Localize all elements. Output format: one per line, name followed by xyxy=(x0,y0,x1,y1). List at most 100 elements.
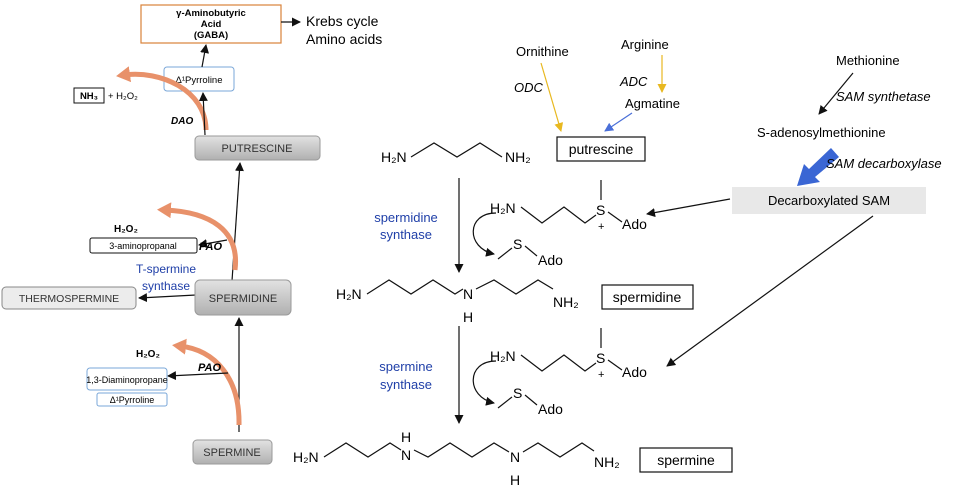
spd-synthase-line1: spermidine xyxy=(374,210,438,225)
spermine-chain-c xyxy=(522,442,595,458)
putrescine-nh2: NH₂ xyxy=(505,149,531,165)
arginine-label: Arginine xyxy=(621,37,669,52)
dcsam-box xyxy=(732,187,926,214)
dcsam-lower-plus: + xyxy=(598,369,604,381)
curved-arrow-lower xyxy=(472,360,497,406)
arrow-dcsam-upper xyxy=(646,198,731,218)
diaminopropane-label: 1,3-Diaminopropane xyxy=(86,375,168,385)
aminopropanal-label: 3-aminopropanal xyxy=(109,241,177,251)
nh3-label: NH₃ xyxy=(80,91,98,102)
right-panel: Ornithine ODC Arginine ADC Agmatine Meth… xyxy=(293,37,942,488)
sam-label: S-adenosylmethionine xyxy=(757,125,886,140)
spermidine-node xyxy=(194,279,292,316)
spermidine-chain-b xyxy=(475,279,554,295)
nh3-box xyxy=(73,87,105,104)
spermine-h2: H xyxy=(510,472,520,488)
putrescine-node-label: PUTRESCINE xyxy=(222,143,293,155)
pyrroline-bottom-box xyxy=(96,392,168,407)
dcsam-upper-plus: + xyxy=(598,221,604,233)
putrescine-box-label: putrescine xyxy=(569,141,634,157)
mta-lower-bond xyxy=(524,394,538,406)
dao-label: DAO xyxy=(171,116,193,127)
sam-decarboxylase-arrow xyxy=(797,148,839,186)
h2o2-upper-label: H₂O₂ xyxy=(114,224,138,235)
spermine-h1: H xyxy=(401,429,411,445)
krebs-cycle-label: Krebs cycle xyxy=(306,13,379,29)
curved-arrow-upper xyxy=(472,212,497,257)
putrescine-chain xyxy=(410,142,503,158)
gaba-label-line2: Acid xyxy=(201,19,222,30)
spermidine-h2n: H₂N xyxy=(336,286,362,302)
thermospermine-node xyxy=(1,286,137,310)
sam-decarboxylase-label: SAM decarboxylase xyxy=(826,156,942,171)
tspm-synthase-line2: synthase xyxy=(142,279,190,293)
dcsam-upper-chain xyxy=(520,206,597,224)
dcsam-lower-bond xyxy=(607,359,623,371)
thermospermine-node-label: THERMOSPERMINE xyxy=(19,293,119,305)
arrow-pyrroline-gaba xyxy=(200,44,209,68)
gaba-label-line1: γ-Aminobutyric xyxy=(176,8,246,19)
spermine-chain-b xyxy=(413,442,510,458)
mta-upper-chain xyxy=(497,247,513,260)
spermine-nh2: NH₂ xyxy=(594,454,620,470)
dcsam-lower-chain xyxy=(520,354,597,372)
spd-synthase-line2: synthase xyxy=(380,227,432,242)
putrescine-node xyxy=(194,135,321,161)
left-panel: γ-Aminobutyric Acid (GABA) Krebs cycle A… xyxy=(1,4,382,465)
spermine-h2n: H₂N xyxy=(293,449,319,465)
spm-synthase-line2: synthase xyxy=(380,377,432,392)
spermidine-n: N xyxy=(463,286,473,302)
arrow-spermidine-thermospermine xyxy=(138,293,197,303)
arrow-to-aminopropanal xyxy=(198,239,228,249)
spermidine-nh2: NH₂ xyxy=(553,294,579,310)
spermidine-box xyxy=(601,284,694,310)
dcsam-lower-s: S xyxy=(596,350,605,366)
spermidine-box-label: spermidine xyxy=(613,289,682,305)
pyrroline-bottom-label: Δ¹Pyrroline xyxy=(110,395,155,405)
arrow-agmatine-putrescine xyxy=(604,112,633,132)
plus-h2o2-label: + H₂O₂ xyxy=(108,91,138,102)
mta-upper-s: S xyxy=(513,236,522,252)
dcsam-upper-h2n: H₂N xyxy=(490,200,516,216)
dcsam-lower-h2n: H₂N xyxy=(490,348,516,364)
gaba-label-line3: (GABA) xyxy=(194,30,228,41)
dcsam-lower-ado: Ado xyxy=(622,364,647,380)
spm-synthase-line1: spermine xyxy=(379,359,432,374)
mta-upper-ado: Ado xyxy=(538,252,563,268)
spermidine-node-label: SPERMIDINE xyxy=(209,293,277,305)
spermine-n1: N xyxy=(401,447,411,463)
h2o2-lower-label: H₂O₂ xyxy=(136,349,160,360)
dcsam-upper-bond xyxy=(607,211,623,223)
agmatine-label: Agmatine xyxy=(625,96,680,111)
putrescine-h2n: H₂N xyxy=(381,149,407,165)
arrow-putrescine-pyrroline xyxy=(198,92,208,136)
spermine-box xyxy=(639,447,733,473)
orange-arrow-pao-lower xyxy=(172,338,242,426)
putrescine-box xyxy=(556,136,646,162)
mta-lower-chain xyxy=(497,396,513,409)
spermine-node xyxy=(192,439,273,465)
diaminopropane-box xyxy=(86,367,168,391)
gaba-box xyxy=(140,4,282,44)
dcsam-upper-ado: Ado xyxy=(622,216,647,232)
mta-lower-s: S xyxy=(513,385,522,401)
spermidine-h: H xyxy=(463,309,473,325)
spermine-n2: N xyxy=(510,449,520,465)
mta-upper-bond xyxy=(524,245,538,257)
spermine-node-label: SPERMINE xyxy=(203,447,260,459)
arrow-ornithine-putrescine xyxy=(540,62,564,132)
methionine-label: Methionine xyxy=(836,53,900,68)
pao-lower-label: PAO xyxy=(198,362,221,374)
spermine-box-label: spermine xyxy=(657,452,715,468)
arrow-to-diaminopropane xyxy=(167,371,229,381)
tspm-synthase-line1: T-spermine xyxy=(136,262,196,276)
orange-arrow-pao-upper xyxy=(157,202,239,271)
sam-synthetase-label: SAM synthetase xyxy=(836,89,931,104)
pyrroline-top-label: Δ¹Pyrroline xyxy=(176,75,223,86)
mta-lower-ado: Ado xyxy=(538,401,563,417)
amino-acids-label: Amino acids xyxy=(306,31,382,47)
spermine-chain-a xyxy=(323,442,402,458)
adc-label: ADC xyxy=(619,74,648,89)
arrow-dcsam-lower xyxy=(666,215,874,367)
